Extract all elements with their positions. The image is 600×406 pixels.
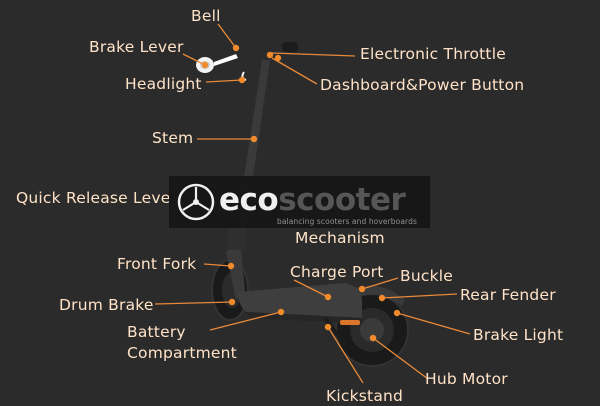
label-brake-light: Brake Light: [473, 326, 564, 344]
label-quick-release: Quick Release Leve: [16, 189, 171, 207]
label-drum-brake: Drum Brake: [59, 296, 154, 314]
label-hub-motor: Hub Motor: [425, 370, 508, 388]
brake-lever-shape: [214, 54, 238, 66]
deck: [238, 283, 362, 318]
front-fork: [226, 240, 245, 300]
label-rear-fender: Rear Fender: [460, 286, 556, 304]
component-markers: [201, 44, 401, 342]
label-charge-port: Charge Port: [290, 263, 384, 281]
watermark-brand-eco: eco: [219, 182, 279, 218]
label-headlight: Headlight: [125, 75, 202, 93]
label-battery: Battery: [127, 323, 186, 341]
tail-light-strip: [340, 320, 360, 325]
label-brake-lever: Brake Lever: [89, 38, 184, 56]
label-stem: Stem: [152, 129, 194, 147]
kickstand-shape: [323, 316, 347, 347]
label-front-fork: Front Fork: [117, 255, 197, 273]
label-mechanism: Mechanism: [295, 229, 385, 247]
label-compartment: Compartment: [127, 344, 237, 362]
ecoscooter-logo-icon: [177, 183, 215, 221]
handlebar: [235, 44, 296, 58]
watermark-brand: ecoscooter: [219, 182, 406, 218]
label-dashboard-power-button: Dashboard&Power Button: [320, 76, 525, 94]
watermark-tagline: balancing scooters and hoverboards: [277, 217, 417, 226]
label-bell: Bell: [191, 7, 221, 25]
label-electronic-throttle: Electronic Throttle: [360, 45, 506, 63]
label-buckle: Buckle: [400, 267, 453, 285]
folding-joint: [228, 228, 246, 250]
leader-lines: [154, 23, 471, 384]
label-kickstand: Kickstand: [326, 387, 404, 405]
watermark-brand-scooter: scooter: [278, 182, 406, 218]
ecoscooter-watermark: ecoscooter balancing scooters and hoverb…: [169, 176, 430, 228]
